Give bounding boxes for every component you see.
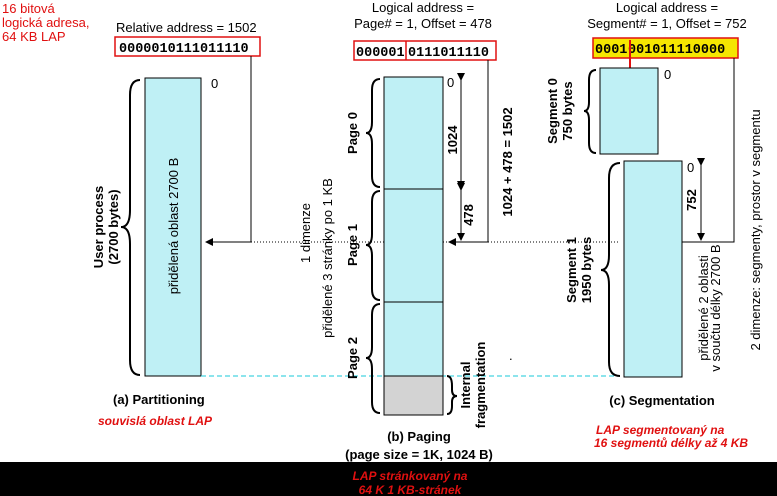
partition-zero-label: 0	[211, 76, 218, 91]
relative-address-label: Relative address = 1502	[116, 20, 257, 35]
stray-dot: .	[509, 348, 513, 363]
page-0-label: Page 0	[345, 112, 360, 154]
process-label-1: User process	[91, 186, 106, 268]
internal-frag-label-2: fragmentation	[473, 342, 488, 429]
fragmentation-brace	[446, 375, 458, 415]
two-dimension-label: 2 dimenze: segmenty, prostor v segmentu	[748, 109, 763, 350]
page-0-brace	[365, 78, 381, 188]
bottom-black-band	[0, 462, 777, 496]
dim-478-label: 478	[461, 204, 476, 226]
page-0-block	[383, 76, 444, 190]
one-dimension-label: 1 dimenze	[298, 203, 313, 263]
paging-address-label-1: Logical address =	[372, 0, 474, 15]
paging-offset-arrow	[448, 60, 489, 246]
seg-red-caption-2: 16 segmentů délky až 4 KB	[594, 436, 748, 450]
segment-0-brace	[583, 69, 597, 154]
seg-address-label-2: Segment# = 1, Offset = 752	[587, 16, 746, 31]
process-brace	[120, 79, 141, 376]
pages-note: přidělené 3 stránky po 1 KB	[320, 178, 335, 338]
paging-red-caption-1: LAP stránkovaný na	[353, 469, 468, 483]
paging-red-caption-2: 64 K 1 KB-stránek	[359, 483, 463, 496]
relative-address-box	[114, 36, 261, 57]
page-offset-bits: 0111011110	[408, 46, 489, 61]
page-1-block	[383, 188, 444, 303]
segmentation-caption: (c) Segmentation	[609, 393, 715, 408]
page-2-block	[383, 301, 444, 377]
paging-address-box	[353, 40, 497, 61]
segment-1-block	[623, 160, 683, 378]
seg-address-label-1: Logical address =	[616, 0, 718, 15]
areas-note-2: v součtu délky 2700 B	[708, 244, 723, 371]
page-2-label: Page 2	[345, 337, 360, 379]
seg0-label-1: Segment 0	[545, 78, 560, 144]
page-1-label: Page 1	[345, 224, 360, 266]
dim-752-label: 752	[684, 189, 699, 211]
page-1-brace	[365, 190, 381, 301]
segment-0-block	[599, 67, 659, 155]
partitioning-red-caption: souvislá oblast LAP	[98, 414, 213, 428]
paging-address-label-2: Page# = 1, Offset = 478	[354, 16, 492, 31]
areas-note-1: přidělené 2 oblasti	[696, 255, 711, 361]
segment-1-brace	[600, 162, 621, 377]
internal-fragmentation-block	[383, 375, 444, 416]
segment-number-bits: 0001	[595, 43, 627, 58]
note-line-2: logická adresa,	[2, 15, 89, 30]
page-number-bits: 000001	[356, 46, 405, 61]
partition-block-label: přidělená oblast 2700 B	[166, 158, 181, 295]
process-label-2: (2700 bytes)	[106, 189, 121, 264]
relative-address-bits: 0000010111011110	[119, 42, 249, 57]
seg1-label-2: 1950 bytes	[579, 237, 594, 304]
partitioning-caption: (a) Partitioning	[113, 392, 205, 407]
partition-block	[144, 77, 202, 377]
note-line-1: 16 bitová	[2, 1, 56, 16]
paging-caption-2: (page size = 1K, 1024 B)	[345, 447, 493, 462]
internal-frag-label-1: Internal	[458, 362, 473, 409]
paging-zero-label: 0	[447, 75, 454, 90]
seg-red-caption-1: LAP segmentovaný na	[596, 423, 725, 437]
seg0-label-2: 750 bytes	[560, 81, 575, 140]
seg1-label-1: Segment 1	[564, 237, 579, 303]
page-2-brace	[365, 303, 381, 414]
segment-0-zero-label: 0	[664, 67, 671, 82]
paging-caption-1: (b) Paging	[387, 429, 451, 444]
note-line-3: 64 KB LAP	[2, 29, 66, 44]
sum-label: 1024 + 478 = 1502	[500, 107, 515, 216]
dim-1024-label: 1024	[445, 125, 460, 155]
segment-1-zero-label: 0	[687, 160, 694, 175]
segment-offset-bits: 001011110000	[628, 43, 725, 58]
